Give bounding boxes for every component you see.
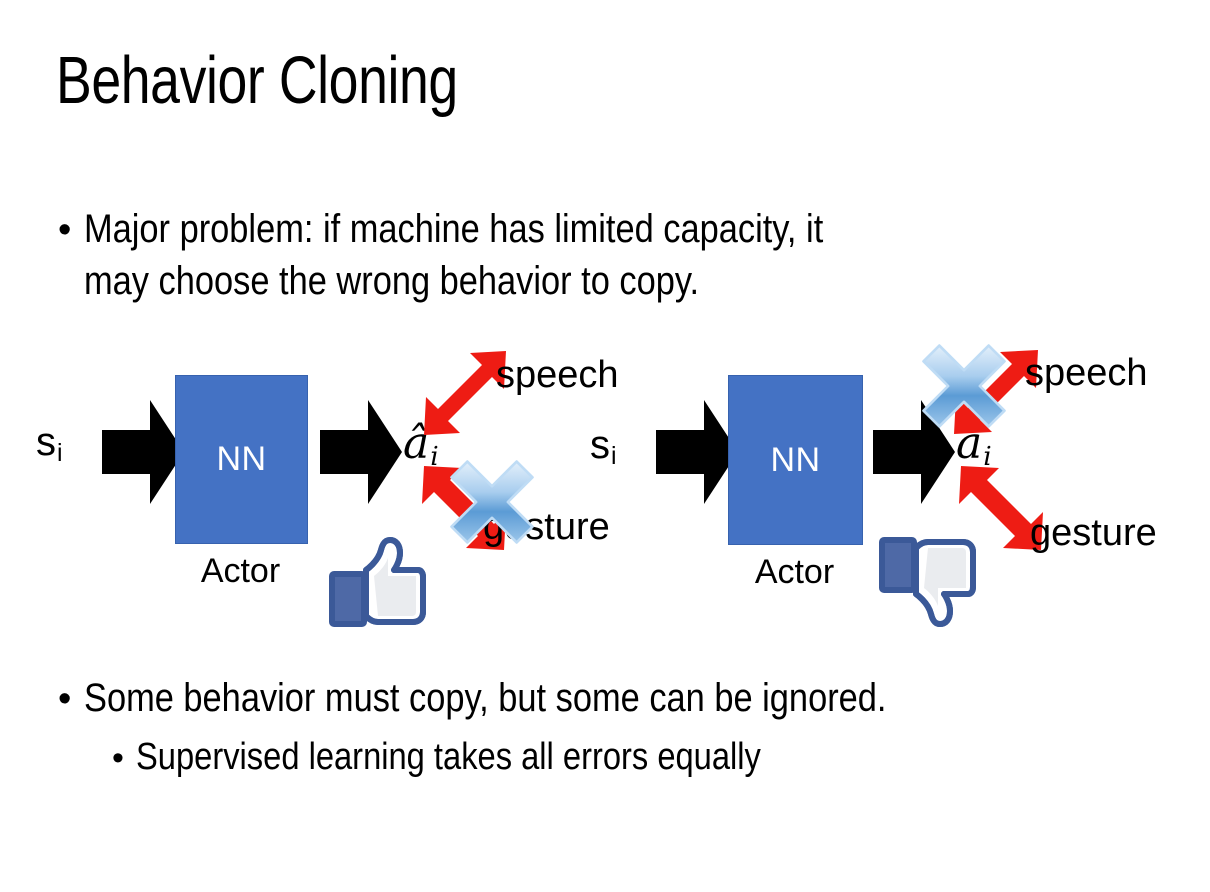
bullet-text: Some behavior must copy, but some can be…	[84, 676, 887, 720]
bullet-text: Major problem: if machine has limited ca…	[84, 207, 824, 303]
nn-box-right: NN	[728, 375, 863, 545]
nn-box-label: NN	[770, 440, 821, 479]
bullet-major-problem: • Major problem: if machine has limited …	[58, 203, 1158, 307]
action-subscript: i	[430, 441, 439, 473]
cross-out-x-icon-gesture-left	[448, 458, 536, 546]
arrow-state-to-nn-right	[656, 396, 738, 508]
branch-arrow-speech-left	[420, 347, 510, 439]
state-symbol: s	[36, 420, 56, 464]
diagram-left-actor-correct: si NN Actor âi	[20, 340, 620, 630]
branch-label-speech-left: speech	[496, 354, 619, 396]
input-state-label-right: si	[590, 423, 617, 469]
diagram-right-actor-wrong: si NN Actor âi	[570, 340, 1200, 630]
actor-caption-right: Actor	[754, 553, 835, 591]
state-subscript: i	[57, 440, 63, 468]
action-subscript: i	[983, 441, 992, 473]
thumbs-down-icon-right	[876, 532, 976, 630]
branch-label-gesture-right: gesture	[1030, 512, 1157, 554]
bullet-supervised-learning: • Supervised learning takes all errors e…	[112, 733, 1192, 782]
arrow-state-to-nn-left	[102, 396, 184, 508]
thumbs-up-icon-left	[326, 536, 426, 630]
bullet-marker: •	[112, 739, 124, 777]
nn-box-left: NN	[175, 375, 308, 544]
state-subscript: i	[611, 443, 617, 471]
bullet-text: Supervised learning takes all errors equ…	[135, 736, 761, 778]
bullet-marker: •	[58, 209, 72, 251]
state-symbol: s	[590, 423, 610, 467]
actor-caption-left: Actor	[200, 552, 281, 590]
page-title: Behavior Cloning	[56, 43, 458, 118]
branch-arrow-gesture-left	[418, 462, 510, 554]
input-state-label-left: si	[36, 420, 63, 466]
arrow-nn-to-action-right	[873, 396, 955, 508]
bullet-some-behavior: • Some behavior must copy, but some can …	[58, 672, 1178, 724]
cross-out-x-icon-speech-right	[920, 342, 1008, 430]
branch-label-speech-right: speech	[1025, 352, 1148, 394]
arrow-nn-to-action-left	[320, 396, 402, 508]
nn-box-label: NN	[216, 440, 267, 478]
branch-arrow-gesture-right	[955, 462, 1047, 554]
bullet-marker: •	[58, 678, 72, 720]
